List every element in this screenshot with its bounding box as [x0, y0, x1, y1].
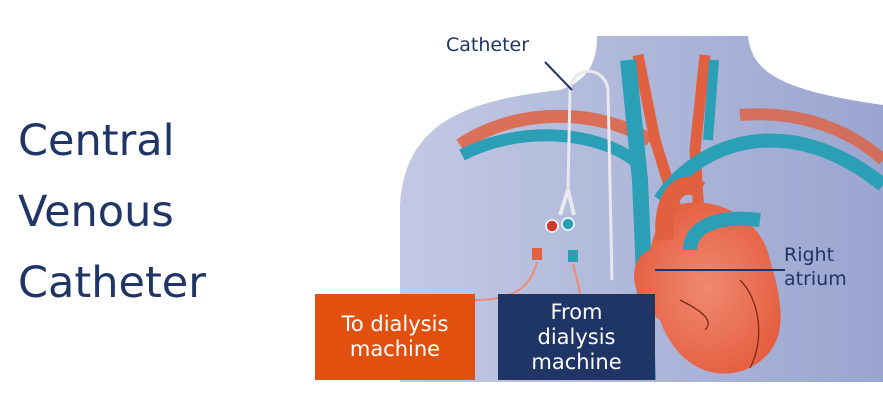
title-line: Catheter — [18, 258, 206, 308]
jugular-right — [703, 59, 719, 141]
to-dialysis-line: machine — [349, 337, 441, 361]
heart — [633, 202, 781, 374]
blue-clamp — [561, 217, 575, 231]
from-dialysis-line: From — [550, 299, 603, 324]
to-dialysis-line: To dialysis — [341, 312, 449, 336]
aorta — [655, 176, 706, 242]
right-atrium-label: Right atrium — [784, 243, 847, 291]
from-dialysis-line: machine — [531, 349, 622, 374]
title-line: Central — [18, 116, 175, 166]
to-dialysis-label: To dialysis machine — [315, 294, 475, 380]
right-atrium-line: Right — [784, 244, 835, 266]
pulmonary-artery — [683, 211, 761, 251]
page-title: Central Venous Catheter — [18, 106, 206, 319]
catheter-leader — [544, 61, 573, 91]
from-dialysis-label: From dialysis machine — [498, 294, 655, 380]
vein-left — [459, 129, 644, 170]
blue-connector — [568, 250, 578, 262]
title-line: Venous — [18, 187, 174, 237]
red-clamp — [545, 219, 559, 233]
artery-right — [739, 108, 883, 165]
catheter-label: Catheter — [446, 34, 530, 56]
right-atrium-line: atrium — [784, 268, 847, 290]
vein-right — [654, 133, 883, 204]
from-dialysis-line: dialysis — [537, 324, 616, 349]
red-connector — [532, 248, 542, 260]
